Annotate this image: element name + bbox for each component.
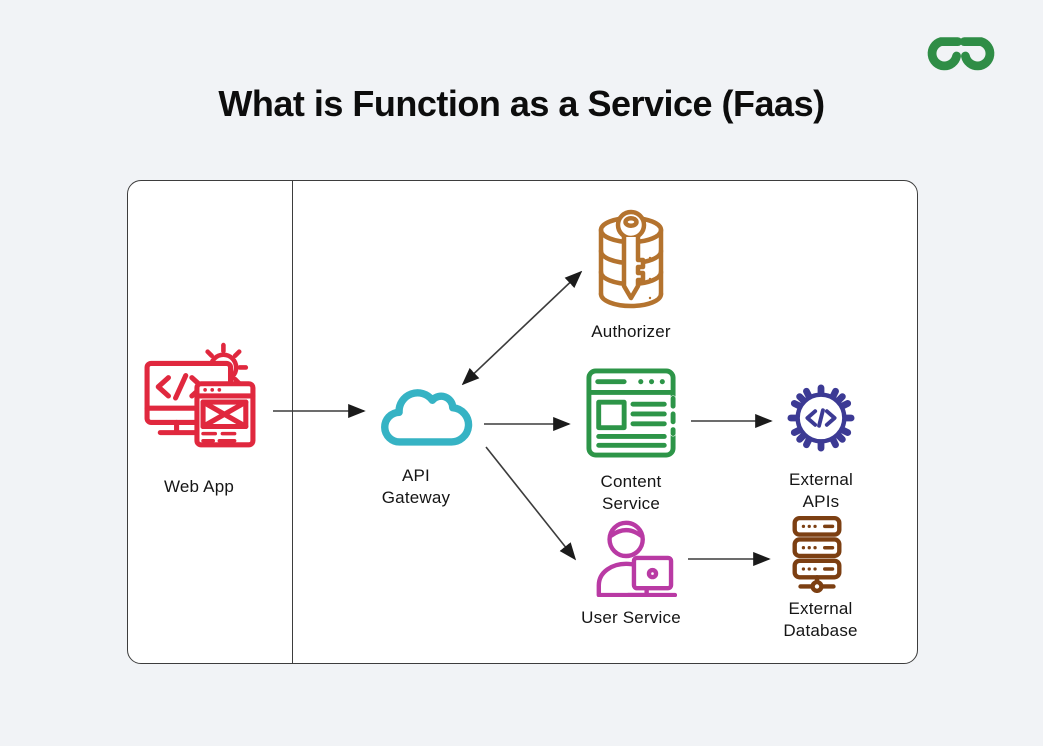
node-label-web-app: Web App bbox=[163, 477, 235, 496]
page-title: What is Function as a Service (Faas) bbox=[218, 83, 825, 124]
edge-gateway-authorizer bbox=[461, 270, 583, 386]
monitor-code-browser-gear-icon bbox=[144, 341, 256, 455]
diagram-panel: Web App API Gateway Authorizer bbox=[127, 180, 918, 664]
node-label-authorizer: Authorizer bbox=[591, 322, 671, 341]
panel-divider-line bbox=[292, 181, 294, 663]
node-label-user-service: User Service bbox=[581, 608, 681, 627]
database-key-icon bbox=[596, 209, 666, 315]
server-stack-icon bbox=[785, 515, 849, 593]
person-laptop-icon bbox=[587, 515, 677, 597]
browser-content-icon bbox=[585, 367, 677, 459]
gear-code-icon bbox=[787, 384, 855, 452]
node-label-content-service: Content Service bbox=[600, 472, 662, 513]
cloud-icon bbox=[374, 379, 476, 453]
node-label-external-apis: External APIs bbox=[789, 470, 853, 511]
node-label-api-gateway: API Gateway bbox=[381, 466, 451, 507]
geeksforgeeks-logo bbox=[921, 28, 1001, 88]
node-label-external-database: External Database bbox=[783, 599, 858, 640]
edge-gateway-user bbox=[485, 446, 577, 561]
